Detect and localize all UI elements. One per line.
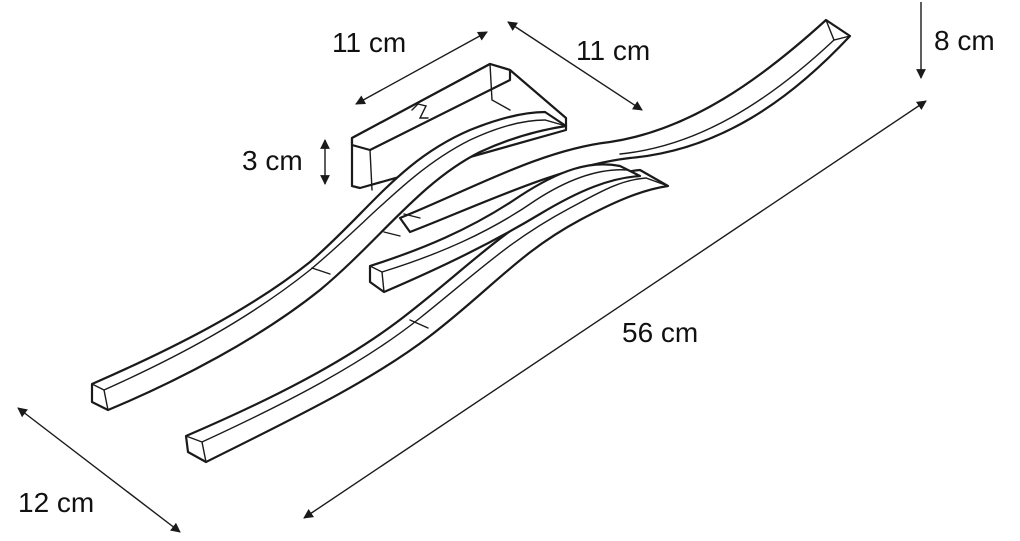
dimension-total-length: 56 cm <box>303 100 927 519</box>
label-mount-width: 11 cm <box>332 27 406 58</box>
label-total-length: 56 cm <box>622 317 698 348</box>
dimension-total-height: 8 cm <box>916 2 995 79</box>
label-mount-height: 3 cm <box>242 145 303 176</box>
dimension-total-width: 12 cm <box>17 407 181 533</box>
label-mount-depth: 11 cm <box>576 35 650 66</box>
label-total-height: 8 cm <box>934 25 995 56</box>
label-total-width: 12 cm <box>18 487 94 518</box>
dimension-mount-height: 3 cm <box>242 139 330 185</box>
dimension-mount-width: 11 cm <box>332 27 488 105</box>
dimension-mount-depth: 11 cm <box>507 21 650 111</box>
